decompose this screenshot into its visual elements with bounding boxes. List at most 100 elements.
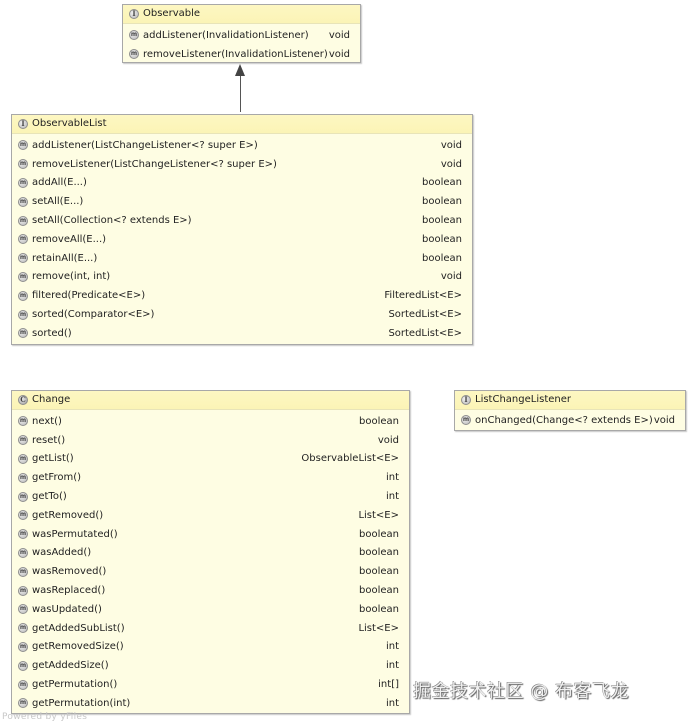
method-icon: m: [18, 196, 28, 207]
method-signature: getList(): [32, 453, 74, 465]
return-type: int[]: [378, 679, 399, 691]
method-icon: m: [18, 159, 28, 170]
return-type: int: [385, 491, 399, 503]
return-type: boolean: [359, 547, 399, 559]
method-signature: wasReplaced(): [32, 585, 106, 597]
method-row: m reset() void: [12, 431, 409, 450]
method-signature: remove(int, int): [32, 271, 111, 283]
class-title: Change: [32, 394, 71, 405]
method-icon: m: [18, 435, 28, 446]
method-signature: removeAll(E...): [32, 233, 107, 245]
return-type: void: [653, 414, 675, 426]
return-type: boolean: [359, 415, 399, 427]
method-icon: m: [18, 510, 28, 521]
return-type: void: [377, 434, 399, 446]
method-icon: m: [18, 453, 28, 464]
return-type: FilteredList<E>: [384, 290, 462, 302]
powered-by-label: Powered by yFiles: [2, 712, 88, 722]
method-icon: m: [18, 215, 28, 226]
method-icon: m: [18, 140, 28, 151]
method-signature: sorted(): [32, 327, 72, 339]
return-type: boolean: [359, 603, 399, 615]
return-type: boolean: [422, 196, 462, 208]
method-icon: m: [18, 290, 28, 301]
method-row: m setAll(E...) boolean: [12, 192, 472, 211]
method-icon: m: [18, 529, 28, 540]
return-type: boolean: [422, 215, 462, 227]
method-signature: setAll(E...): [32, 196, 84, 208]
method-icon: m: [18, 472, 28, 483]
method-icon: m: [129, 49, 139, 60]
method-row: m wasPermutated() boolean: [12, 525, 409, 544]
return-type: void: [440, 139, 462, 151]
method-signature: onChanged(Change<? extends E>): [475, 414, 653, 426]
method-signature: reset(): [32, 434, 66, 446]
method-icon: m: [18, 623, 28, 634]
method-signature: getFrom(): [32, 472, 81, 484]
class-box-observable[interactable]: I Observable m addListener(InvalidationLi…: [122, 4, 361, 63]
method-icon: m: [18, 253, 28, 264]
method-signature: wasPermutated(): [32, 528, 118, 540]
method-icon: m: [18, 234, 28, 245]
return-type: boolean: [422, 177, 462, 189]
class-title: ObservableList: [32, 118, 107, 129]
method-icon: m: [18, 698, 28, 709]
method-icon: m: [18, 177, 28, 188]
method-signature: getRemovedSize(): [32, 641, 124, 653]
method-signature: addListener(InvalidationListener): [143, 29, 309, 41]
return-type: void: [440, 271, 462, 283]
method-icon: m: [18, 309, 28, 320]
class-header: I ListChangeListener: [455, 391, 685, 410]
return-type: SortedList<E>: [388, 309, 462, 321]
method-icon: m: [18, 566, 28, 577]
method-row: m setAll(Collection<? extends E>) boolean: [12, 211, 472, 230]
return-type: boolean: [422, 252, 462, 264]
method-row: m getFrom() int: [12, 468, 409, 487]
method-signature: wasAdded(): [32, 547, 92, 559]
return-type: boolean: [359, 528, 399, 540]
method-icon: m: [18, 547, 28, 558]
method-signature: retainAll(E...): [32, 252, 98, 264]
return-type: SortedList<E>: [388, 327, 462, 339]
return-type: void: [440, 158, 462, 170]
method-signature: wasRemoved(): [32, 566, 107, 578]
return-type: int: [385, 641, 399, 653]
return-type: boolean: [359, 585, 399, 597]
return-type: int: [385, 697, 399, 709]
inheritance-arrowhead-icon: [235, 64, 245, 76]
interface-icon: I: [129, 9, 139, 19]
method-signature: getPermutation(): [32, 679, 118, 691]
method-signature: addAll(E...): [32, 177, 87, 189]
class-header: I Observable: [123, 5, 360, 24]
watermark-text: 掘金技术社区 @ 布客飞龙: [413, 681, 629, 702]
method-icon: m: [129, 30, 139, 41]
method-signature: setAll(Collection<? extends E>): [32, 215, 192, 227]
method-row: m addAll(E...) boolean: [12, 174, 472, 193]
return-type: int: [385, 660, 399, 672]
class-header: C Change: [12, 391, 409, 410]
return-type: int: [385, 472, 399, 484]
method-signature: getAddedSubList(): [32, 622, 125, 634]
return-type: boolean: [422, 233, 462, 245]
method-icon: m: [18, 641, 28, 652]
method-icon: m: [18, 679, 28, 690]
